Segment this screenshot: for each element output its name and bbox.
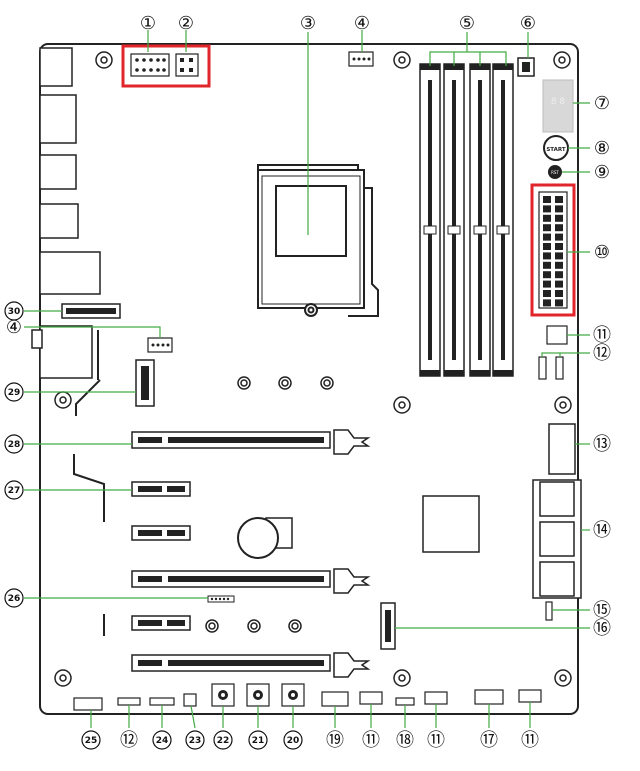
header-25 bbox=[73, 697, 103, 711]
callout-9: ⑨ bbox=[594, 162, 610, 183]
callout-21: 21 bbox=[252, 736, 265, 746]
callout-12b: ⑫ bbox=[120, 730, 138, 751]
callout-circles bbox=[4, 301, 303, 750]
callout-28: 28 bbox=[8, 440, 21, 450]
reset-button-label: RST bbox=[551, 170, 559, 175]
header-23 bbox=[183, 693, 197, 707]
callout-29: 29 bbox=[8, 388, 21, 398]
dimm-slots bbox=[419, 63, 514, 377]
fan-header-11d bbox=[518, 689, 542, 703]
callout-20: 20 bbox=[287, 736, 300, 746]
callout-15: ⑮ bbox=[593, 600, 611, 621]
reset-button[interactable] bbox=[548, 165, 562, 179]
callout-7: ⑦ bbox=[594, 93, 610, 114]
cmos-battery bbox=[237, 517, 293, 559]
callout-17: ⑰ bbox=[480, 730, 498, 751]
sata-ports bbox=[532, 479, 582, 599]
jumper-header bbox=[545, 601, 553, 621]
front-panel-headers bbox=[121, 44, 211, 88]
callout-4a: ④ bbox=[354, 13, 370, 34]
callout-22: 22 bbox=[217, 736, 230, 746]
callout-3: ③ bbox=[300, 13, 316, 34]
callout-1: ① bbox=[140, 13, 156, 34]
atx-power-connector bbox=[530, 183, 576, 317]
board-traces bbox=[73, 330, 105, 636]
callout-16: ⑯ bbox=[593, 618, 611, 639]
header-17 bbox=[474, 689, 504, 705]
usb-header bbox=[548, 423, 576, 475]
pcie-slots bbox=[131, 429, 371, 678]
callout-30: 30 bbox=[8, 307, 21, 317]
standoffs bbox=[205, 376, 334, 633]
debug-led bbox=[542, 79, 574, 133]
header-19 bbox=[321, 691, 349, 707]
callout-11d: ⑪ bbox=[521, 730, 539, 751]
callout-10: ⑩ bbox=[594, 242, 610, 263]
callout-labels: ① ② ③ ④ ⑤ ⑥ ⑦ ⑧ ⑨ ⑩ ⑪ ⑫ ⑬ ⑭ ⑮ ⑯ ④ 25 ⑫ 2… bbox=[6, 13, 611, 751]
callout-4b: ④ bbox=[6, 317, 22, 338]
rear-io-panel bbox=[31, 47, 101, 379]
leader-lines bbox=[24, 30, 590, 729]
sys-fan-header-right bbox=[546, 325, 568, 345]
callout-26: 26 bbox=[8, 594, 21, 604]
cpu-fan-header bbox=[348, 51, 374, 67]
header-12b bbox=[117, 697, 141, 706]
callout-8: ⑧ bbox=[594, 138, 610, 159]
svg-text:8 8: 8 8 bbox=[551, 97, 566, 107]
callout-25: 25 bbox=[85, 736, 98, 746]
header-18 bbox=[395, 697, 415, 706]
start-button-label: START bbox=[546, 147, 566, 153]
callout-27: 27 bbox=[8, 486, 21, 496]
fan-header-11c bbox=[424, 691, 448, 705]
chipset bbox=[422, 495, 480, 553]
callout-2: ② bbox=[178, 13, 194, 34]
callout-13: ⑬ bbox=[593, 434, 611, 455]
callout-6: ⑥ bbox=[520, 13, 536, 34]
callout-24: 24 bbox=[156, 736, 169, 746]
callout-23: 23 bbox=[189, 736, 202, 746]
callout-11b: ⑪ bbox=[362, 730, 380, 751]
callout-11a: ⑪ bbox=[593, 325, 611, 346]
callout-11c: ⑪ bbox=[427, 730, 445, 751]
fan-header-11b bbox=[359, 691, 383, 705]
cpu-socket bbox=[257, 164, 379, 317]
headers-highlight bbox=[121, 44, 211, 88]
mounting-holes bbox=[54, 51, 572, 687]
header-24 bbox=[149, 697, 175, 706]
callout-5: ⑤ bbox=[459, 13, 475, 34]
callout-19: ⑲ bbox=[326, 730, 344, 751]
callout-14: ⑭ bbox=[593, 520, 611, 541]
callout-12a: ⑫ bbox=[593, 343, 611, 364]
callout-18: ⑱ bbox=[396, 730, 414, 751]
